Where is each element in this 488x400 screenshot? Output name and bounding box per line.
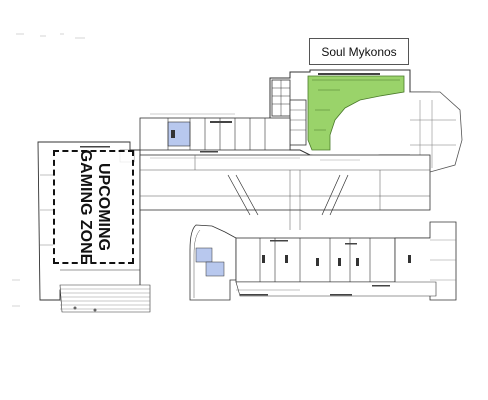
gaming-zone-line1: UPCOMING (94, 162, 112, 251)
gaming-zone-area: UPCOMING GAMING ZONE (53, 150, 134, 264)
map-title: Soul Mykonos (309, 38, 409, 65)
central-corridor (139, 154, 431, 211)
green-area (307, 75, 405, 151)
bottom-strip (235, 281, 437, 297)
gaming-zone-label: UPCOMING GAMING ZONE (76, 150, 112, 265)
blue-room-lower-2 (205, 261, 225, 277)
tiny-label-marks (80, 73, 390, 296)
gaming-zone-line2: GAMING ZONE (76, 149, 94, 265)
hatched-steps (59, 284, 151, 313)
blue-room-lower-1 (195, 247, 213, 263)
small-box-labels (171, 130, 411, 266)
top-left-marks (16, 33, 85, 39)
